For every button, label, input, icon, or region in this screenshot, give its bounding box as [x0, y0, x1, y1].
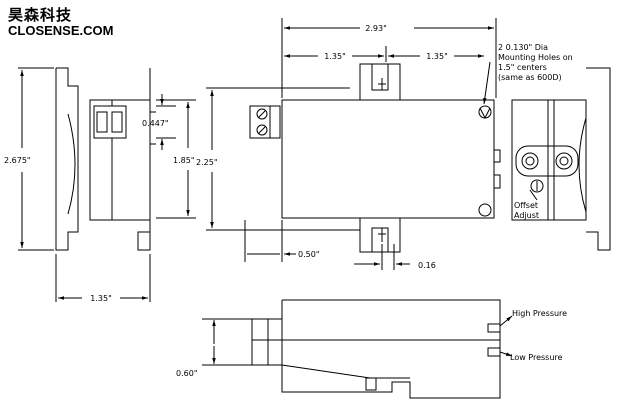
dim-body-height: 1.85" — [173, 156, 195, 165]
brand-website: CLOSENSE.COM — [8, 23, 114, 38]
offset-adjust-screw — [530, 179, 544, 193]
bottom-tab — [359, 217, 401, 253]
note-offset-line1: Offset — [514, 201, 538, 210]
mounting-hole-bottom — [478, 203, 492, 217]
note-mounting-line2: Mounting Holes on — [498, 53, 573, 62]
brand-chinese-name: 昊森科技 — [8, 6, 73, 24]
side-flange-left — [55, 67, 79, 251]
end-body — [511, 99, 587, 221]
high-pressure-port — [487, 323, 500, 333]
front-body — [281, 99, 495, 219]
side-view — [18, 67, 196, 302]
front-view — [206, 18, 501, 270]
front-connector — [249, 105, 281, 139]
low-pressure-port — [487, 347, 500, 357]
dim-hole-spacing-right: 1.35" — [426, 52, 448, 61]
end-port-plate — [515, 145, 579, 177]
side-cutout-left — [67, 113, 76, 215]
label-low-pressure: Low Pressure — [510, 353, 563, 362]
dim-side-height: 2.675" — [4, 156, 31, 165]
label-high-pressure: High Pressure — [512, 309, 567, 318]
top-tab — [359, 63, 401, 101]
side-connector — [93, 105, 127, 139]
note-mounting-line1: 2 0.130" Dia — [498, 43, 548, 52]
note-offset-line2: Adjust — [514, 211, 539, 220]
dim-bottom-height: 0.60" — [176, 369, 198, 378]
bottom-view — [202, 299, 513, 399]
dim-connector-height: 0.447" — [142, 119, 169, 128]
dim-slot-width: 0.16 — [418, 261, 436, 270]
side-flange-right — [137, 68, 151, 251]
note-mounting-line3: 1.5" centers — [498, 63, 547, 72]
bottom-connector — [251, 318, 283, 366]
dim-tab-offset: 0.50" — [298, 250, 320, 259]
dim-flange-height: 2.25" — [196, 158, 218, 167]
end-view — [511, 67, 611, 251]
end-flange — [586, 67, 611, 251]
dim-side-width: 1.35" — [90, 294, 112, 303]
dim-hole-spacing-left: 1.35" — [324, 52, 346, 61]
mounting-hole-top — [478, 105, 492, 119]
note-mounting-line4: (same as 600D) — [498, 73, 562, 82]
bottom-profile-top — [281, 299, 501, 399]
dim-overall-width: 2.93" — [365, 24, 387, 33]
